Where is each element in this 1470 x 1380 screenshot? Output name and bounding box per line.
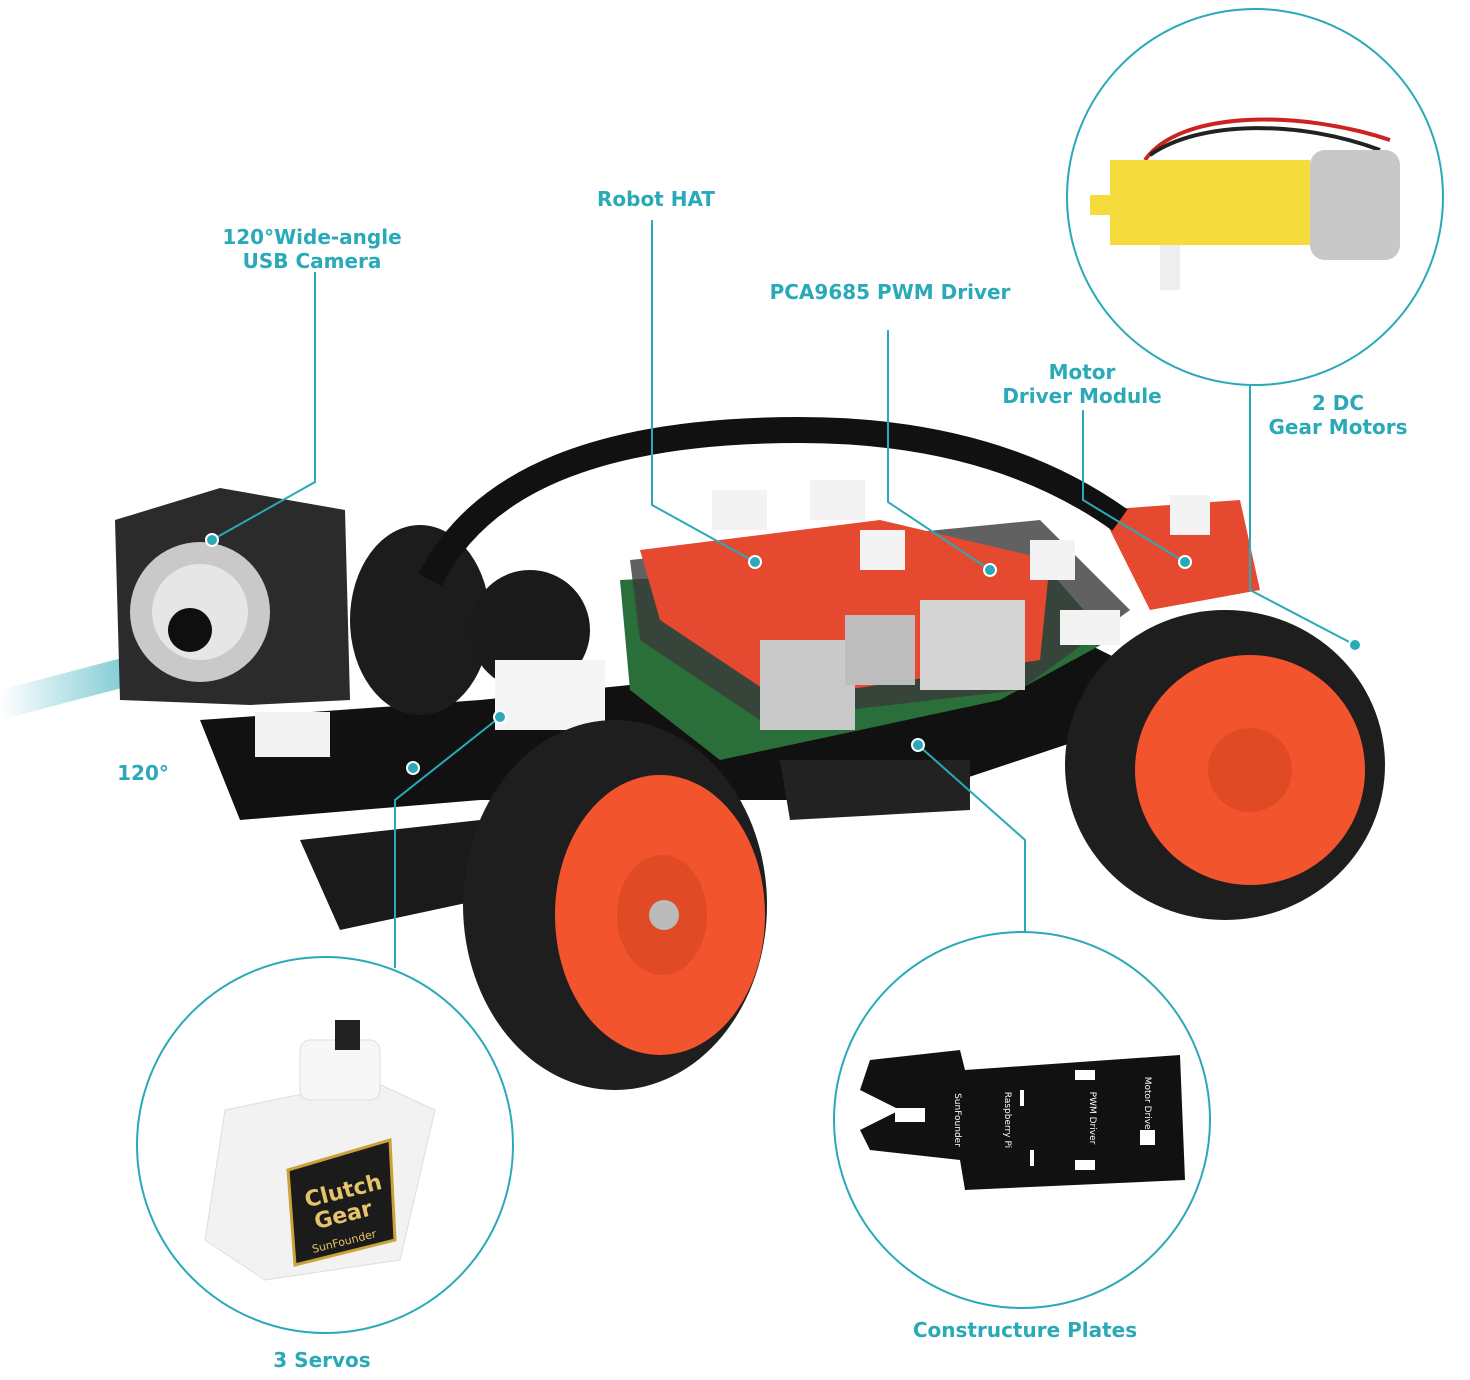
label-motor-driver-line2: Driver Module bbox=[1002, 384, 1162, 408]
plate-marking-raspberry-pi: Raspberry Pi bbox=[1002, 1092, 1012, 1148]
label-gear-motors: 2 DC Gear Motors bbox=[1268, 391, 1407, 439]
label-camera: 120°Wide-angle USB Camera bbox=[222, 225, 401, 273]
servo-motor: Clutch Gear SunFounder bbox=[204, 1020, 436, 1281]
usb-camera bbox=[115, 488, 350, 757]
plate-marking-pwm-driver: PWM Driver bbox=[1087, 1092, 1097, 1145]
leader-lines bbox=[211, 220, 1356, 968]
label-motor-driver: Motor Driver Module bbox=[1002, 360, 1161, 408]
label-pwm-driver: PCA9685 PWM Driver bbox=[769, 280, 1011, 304]
plate-marking-motor-driver: Motor Driver bbox=[1142, 1077, 1152, 1134]
rear-right-wheel bbox=[1065, 610, 1385, 920]
constructure-plate: SunFounder Raspberry Pi PWM Driver Motor… bbox=[860, 1050, 1185, 1190]
dc-gear-motor bbox=[1090, 117, 1400, 290]
plate-marking-sunfounder: SunFounder bbox=[952, 1093, 962, 1147]
car-chassis bbox=[200, 416, 1260, 930]
label-fov-angle: 120° bbox=[117, 761, 169, 785]
label-gear-motors-line1: 2 DC bbox=[1311, 391, 1365, 415]
label-camera-line1: 120°Wide-angle bbox=[222, 225, 402, 249]
label-plates: Constructure Plates bbox=[912, 1318, 1138, 1342]
label-camera-line2: USB Camera bbox=[242, 249, 382, 273]
label-gear-motors-line2: Gear Motors bbox=[1268, 415, 1408, 439]
label-motor-driver-line1: Motor bbox=[1048, 360, 1116, 384]
label-robot-hat: Robot HAT bbox=[596, 187, 716, 211]
leader-dots bbox=[205, 533, 1362, 775]
front-left-wheel bbox=[463, 720, 767, 1090]
label-servos: 3 Servos bbox=[273, 1348, 371, 1372]
motor-driver-board bbox=[1100, 500, 1260, 610]
